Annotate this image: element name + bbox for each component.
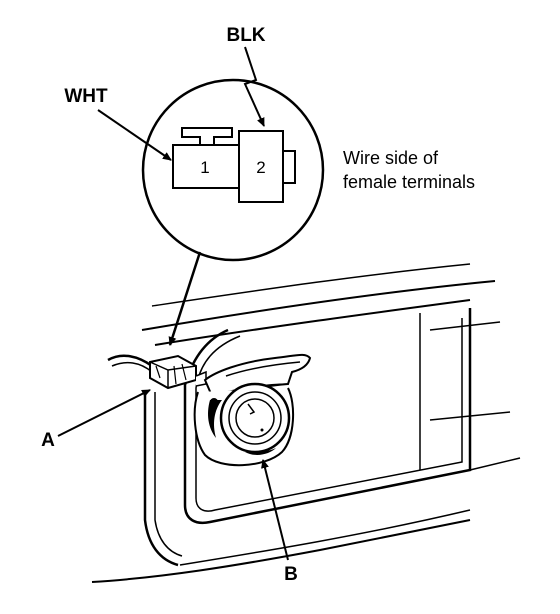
magnifier-leader-arrow <box>168 251 202 346</box>
callout-b-arrow <box>261 459 289 561</box>
wht-leader-arrow <box>97 109 172 161</box>
connector-side-key <box>282 150 296 184</box>
dashboard-panel <box>91 263 521 583</box>
connector-a <box>107 354 207 390</box>
connector-detail-view: 1 2 <box>141 78 325 262</box>
blk-leader-arrow <box>243 46 265 127</box>
power-socket-b <box>193 353 312 467</box>
blk-wire-label: BLK <box>226 25 265 46</box>
terminal-1-label: 1 <box>200 158 209 177</box>
callout-a-label: A <box>41 430 55 451</box>
wht-wire-label: WHT <box>64 86 108 107</box>
callout-a-arrow <box>57 389 151 437</box>
description-line-1: Wire side of <box>343 148 439 168</box>
callout-b-label: B <box>284 564 298 585</box>
terminal-2-label: 2 <box>256 158 265 177</box>
description-line-2: female terminals <box>343 172 475 192</box>
